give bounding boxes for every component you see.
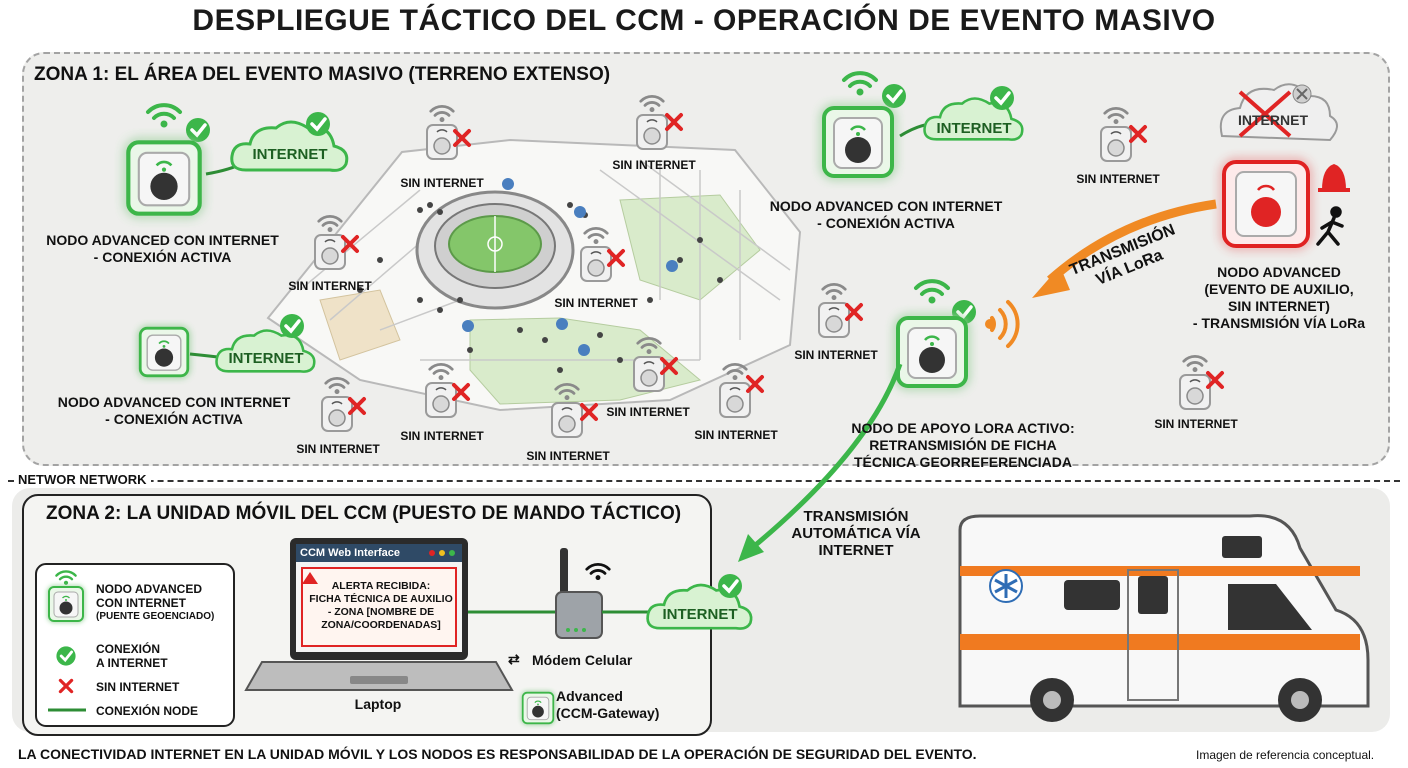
internet-cloud-label: INTERNET [252,146,328,163]
no-internet-node [1101,108,1147,161]
internet-cloud-label: INTERNET [936,120,1012,137]
no-internet-label: SIN INTERNET [612,158,696,172]
advanced-node-online [824,71,1024,176]
lora-arrow-head [1032,266,1070,298]
footer-text: LA CONECTIVIDAD INTERNET EN LA UNIDAD MÓ… [18,746,977,762]
advanced-node-online [128,103,349,214]
no-internet-label: SIN INTERNET [794,348,878,362]
no-internet-node [322,378,366,431]
no-internet-node [1180,356,1224,409]
gateway-label: Advanced(CCM-Gateway) [556,688,660,721]
warning-icon [302,572,318,584]
alarm-bell-icon [1318,164,1350,192]
modem [555,548,611,639]
event-map [266,138,802,412]
no-internet-node [637,96,683,149]
no-internet-label: SIN INTERNET [288,279,372,293]
legend-node-icon [49,587,83,621]
internet-cloud-label: INTERNET [662,606,738,623]
alert-message: ALERTA RECIBIDA:FICHA TÉCNICA DE AUXILIO… [309,580,453,631]
advanced-node-online [140,312,316,376]
page-title: DESPLIEGUE TÁCTICO DEL CCM - OPERACIÓN D… [192,4,1216,37]
node-2-label: NODO ADVANCED CON INTERNET- CONEXIÓN ACT… [57,394,291,427]
no-internet-node [819,284,863,337]
no-internet-label: SIN INTERNET [296,442,380,456]
laptop-window-title: CCM Web Interface [300,547,401,559]
internet-arrow-head [738,534,764,562]
legend-no-internet-label: SIN INTERNET [96,680,180,694]
lora-arrow [1047,199,1217,284]
laptop [244,538,514,691]
no-internet-label: SIN INTERNET [526,449,610,463]
zone-2-label: ZONA 2: LA UNIDAD MÓVIL DEL CCM (PUESTO … [46,503,682,524]
no-internet-label: SIN INTERNET [400,429,484,443]
alert-node-label: NODO ADVANCED(EVENTO DE AUXILIO,SIN INTE… [1192,264,1366,331]
no-internet-label: SIN INTERNET [1154,417,1238,431]
svg-text:⇄: ⇄ [508,651,520,667]
ambulance [958,514,1370,722]
no-internet-label: SIN INTERNET [554,296,638,310]
gateway-node-icon [523,693,554,724]
legend-node-conn-label: CONEXIÓN NODE [96,704,199,718]
lora-support-node [898,279,1020,386]
zone-1-label: ZONA 1: EL ÁREA DEL EVENTO MASIVO (TERRE… [34,64,611,85]
lora-signal-icon [985,300,1020,348]
no-internet-label: SIN INTERNET [606,405,690,419]
lora-support-label: NODO DE APOYO LORA ACTIVO:RETRANSMISIÓN … [851,420,1075,470]
node-1-label: NODO ADVANCED CON INTERNET- CONEXIÓN ACT… [46,232,279,265]
footer-note: Imagen de referencia conceptual. [1196,748,1375,762]
network-separator [8,480,1400,482]
no-internet-label: SIN INTERNET [1076,172,1160,186]
laptop-label: Laptop [354,696,402,712]
legend-check-icon [55,645,77,667]
no-internet-label: SIN INTERNET [694,428,778,442]
no-internet-label: SIN INTERNET [400,176,484,190]
node-3-label: NODO ADVANCED CON INTERNET- CONEXIÓN ACT… [769,198,1003,231]
network-label: NETWOR NETWORK [14,472,151,487]
internet-cloud-offline-label: INTERNET [1238,112,1308,128]
person-icon [1316,206,1344,246]
alert-node [1219,83,1350,248]
modem-label: Módem Celular [532,652,633,668]
internet-arrow [750,363,903,550]
internet-cloud-label: INTERNET [228,350,304,367]
legend-box [35,563,235,727]
